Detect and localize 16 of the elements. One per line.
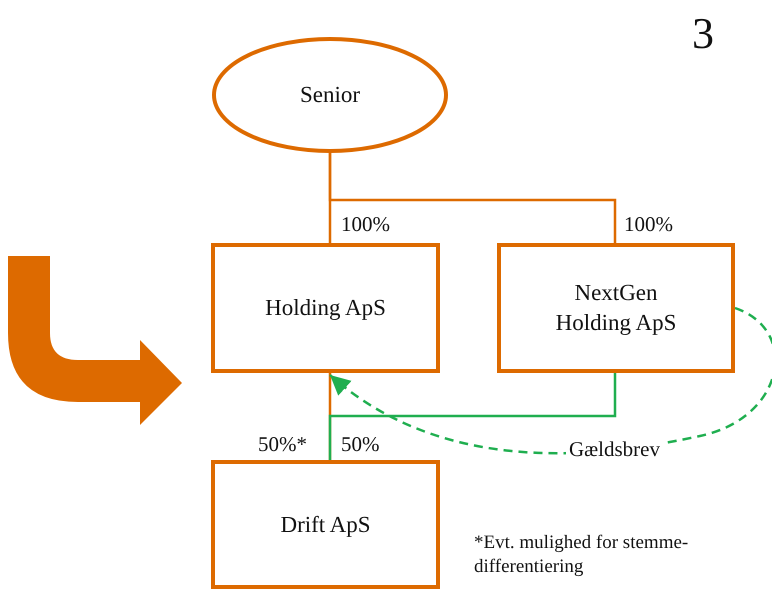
ownership-percent: 100%: [341, 213, 390, 236]
company-box: [497, 243, 735, 373]
person-ellipse: [212, 37, 448, 153]
connector-line: [328, 373, 616, 460]
company-box: [211, 243, 440, 373]
connector-line: [328, 153, 616, 243]
ownership-percent: 50%: [341, 433, 380, 456]
node-label: Holding ApS: [265, 294, 386, 322]
footnote: *Evt. mulighed for stemme-differentiering: [474, 531, 690, 578]
company-box: [211, 460, 440, 589]
node-label: NextGen Holding ApS: [554, 279, 678, 337]
ownership-percent: 100%: [624, 213, 673, 236]
page-number: 3: [692, 10, 714, 58]
node-label: Senior: [300, 81, 360, 110]
ownership-percent: 50%*: [258, 433, 307, 456]
node-label: Drift ApS: [280, 510, 371, 539]
